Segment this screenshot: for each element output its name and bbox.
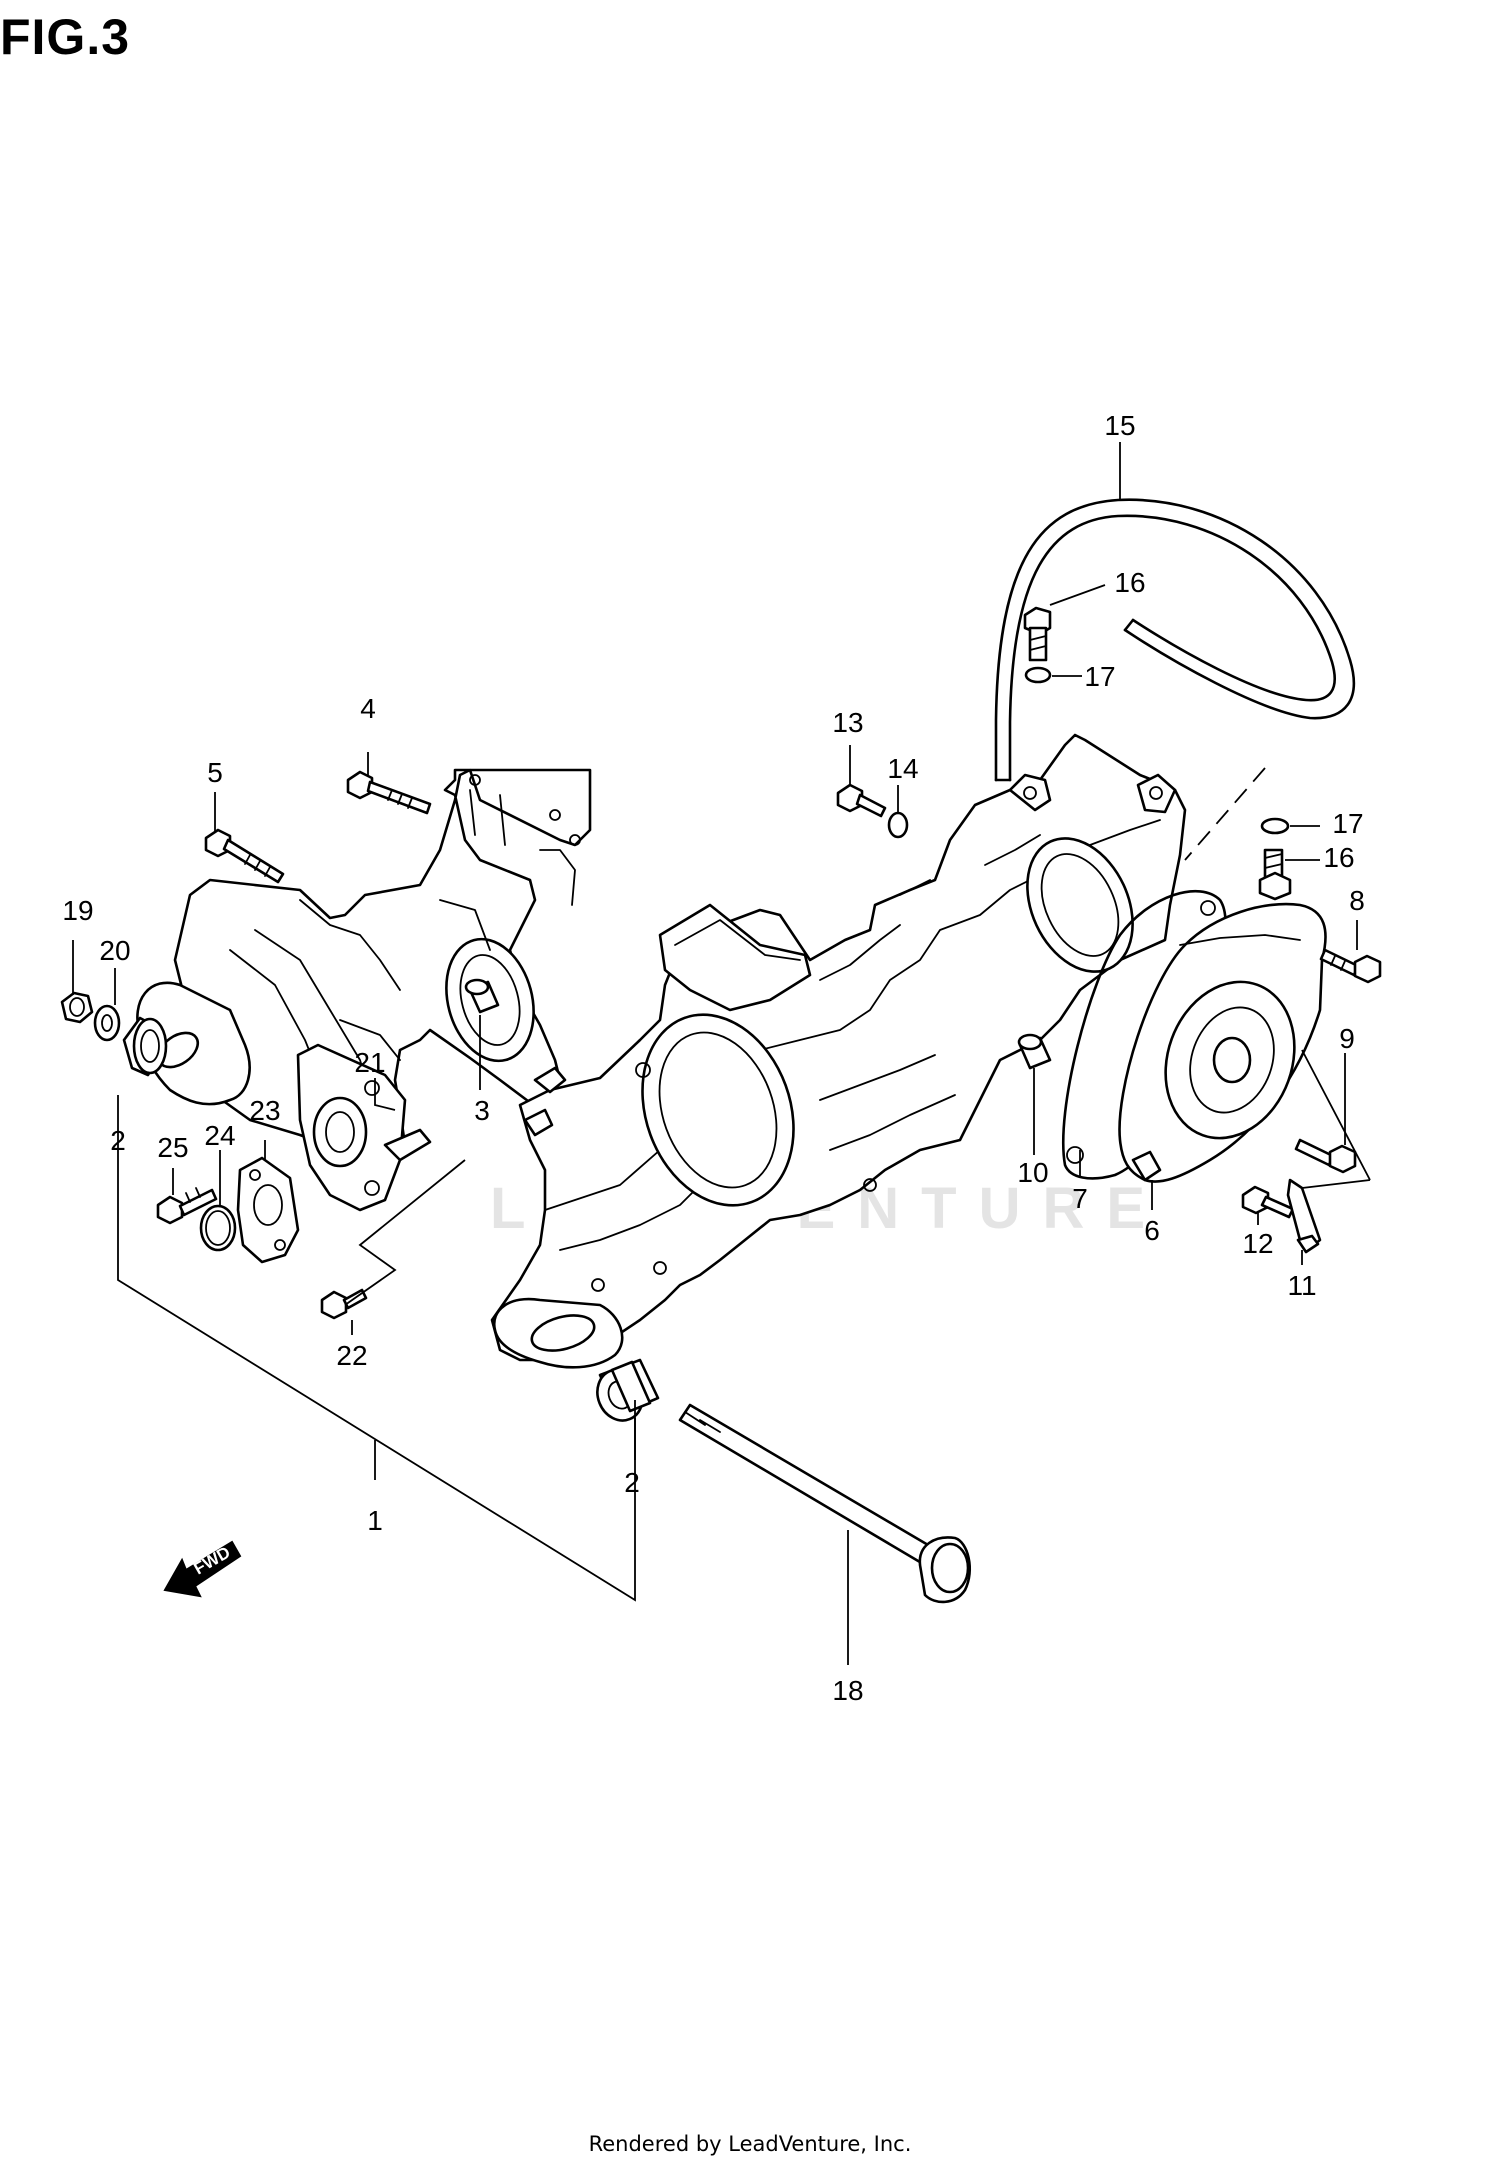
callout-13[interactable]: 13 xyxy=(832,707,863,738)
o-ring-24[interactable] xyxy=(199,1204,237,1252)
callout-22[interactable]: 22 xyxy=(336,1340,367,1371)
gasket-23[interactable] xyxy=(236,1156,300,1264)
figure-title: FIG.3 xyxy=(0,9,131,65)
callout-1[interactable]: 1 xyxy=(367,1505,383,1536)
callout-11[interactable]: 11 xyxy=(1287,1270,1316,1301)
washer-17-right[interactable] xyxy=(1260,817,1290,835)
callout-9[interactable]: 9 xyxy=(1339,1023,1355,1054)
callout-5[interactable]: 5 xyxy=(207,757,223,788)
callout-17b[interactable]: 17 xyxy=(1332,808,1363,839)
callout-21[interactable]: 21 xyxy=(354,1047,385,1078)
washer-14[interactable] xyxy=(887,811,909,839)
bolt-16-top[interactable] xyxy=(1023,606,1052,662)
callout-16a[interactable]: 16 xyxy=(1114,567,1145,598)
bolt-25[interactable] xyxy=(156,1187,218,1225)
bearing-lower[interactable] xyxy=(590,1358,660,1427)
footer-credit: Rendered by LeadVenture, Inc. xyxy=(588,2132,912,2156)
callout-6[interactable]: 6 xyxy=(1144,1215,1160,1246)
callout-10[interactable]: 10 xyxy=(1017,1157,1048,1188)
intake-pipe[interactable] xyxy=(296,1043,407,1212)
callout-8[interactable]: 8 xyxy=(1349,885,1365,916)
callout-24[interactable]: 24 xyxy=(204,1120,235,1151)
bolt-8[interactable] xyxy=(1319,948,1382,984)
crankcase-right[interactable] xyxy=(490,733,1187,1369)
callout-12[interactable]: 12 xyxy=(1242,1228,1273,1259)
callout-23[interactable]: 23 xyxy=(249,1095,280,1126)
callout-2b[interactable]: 2 xyxy=(624,1467,640,1498)
fwd-arrow: FWD xyxy=(163,1540,242,1598)
bolt-13[interactable] xyxy=(836,783,887,818)
bolt-5[interactable] xyxy=(204,828,285,884)
callout-3[interactable]: 3 xyxy=(474,1095,490,1126)
cover[interactable] xyxy=(1118,902,1327,1183)
callout-25[interactable]: 25 xyxy=(157,1132,188,1163)
callout-18[interactable]: 18 xyxy=(832,1675,863,1706)
leader-lines xyxy=(72,442,1371,1665)
callout-2a[interactable]: 2 xyxy=(110,1125,126,1156)
bolt-4[interactable] xyxy=(346,770,432,815)
long-bolt[interactable] xyxy=(678,1403,972,1604)
callout-4[interactable]: 4 xyxy=(360,693,376,724)
bearing-left[interactable] xyxy=(122,1016,168,1077)
callout-labels: 1 2 2 3 4 5 6 7 8 9 10 11 12 13 14 15 16… xyxy=(62,410,1364,1706)
callout-16b[interactable]: 16 xyxy=(1323,842,1354,873)
hose[interactable] xyxy=(994,498,1356,782)
bolt-9[interactable] xyxy=(1294,1138,1357,1174)
spacer-21[interactable] xyxy=(383,1128,432,1162)
washer[interactable] xyxy=(93,1004,121,1042)
nut[interactable] xyxy=(60,991,94,1024)
bolt-12[interactable] xyxy=(1241,1185,1295,1219)
washer-17-top[interactable] xyxy=(1024,666,1052,684)
callout-7[interactable]: 7 xyxy=(1072,1183,1088,1214)
callout-15[interactable]: 15 xyxy=(1104,410,1135,441)
clamp[interactable] xyxy=(1286,1178,1322,1254)
bolt-16-right[interactable] xyxy=(1258,848,1292,901)
callout-19[interactable]: 19 xyxy=(62,895,93,926)
callout-20[interactable]: 20 xyxy=(99,935,130,966)
callout-14[interactable]: 14 xyxy=(887,753,918,784)
callout-17a[interactable]: 17 xyxy=(1084,661,1115,692)
